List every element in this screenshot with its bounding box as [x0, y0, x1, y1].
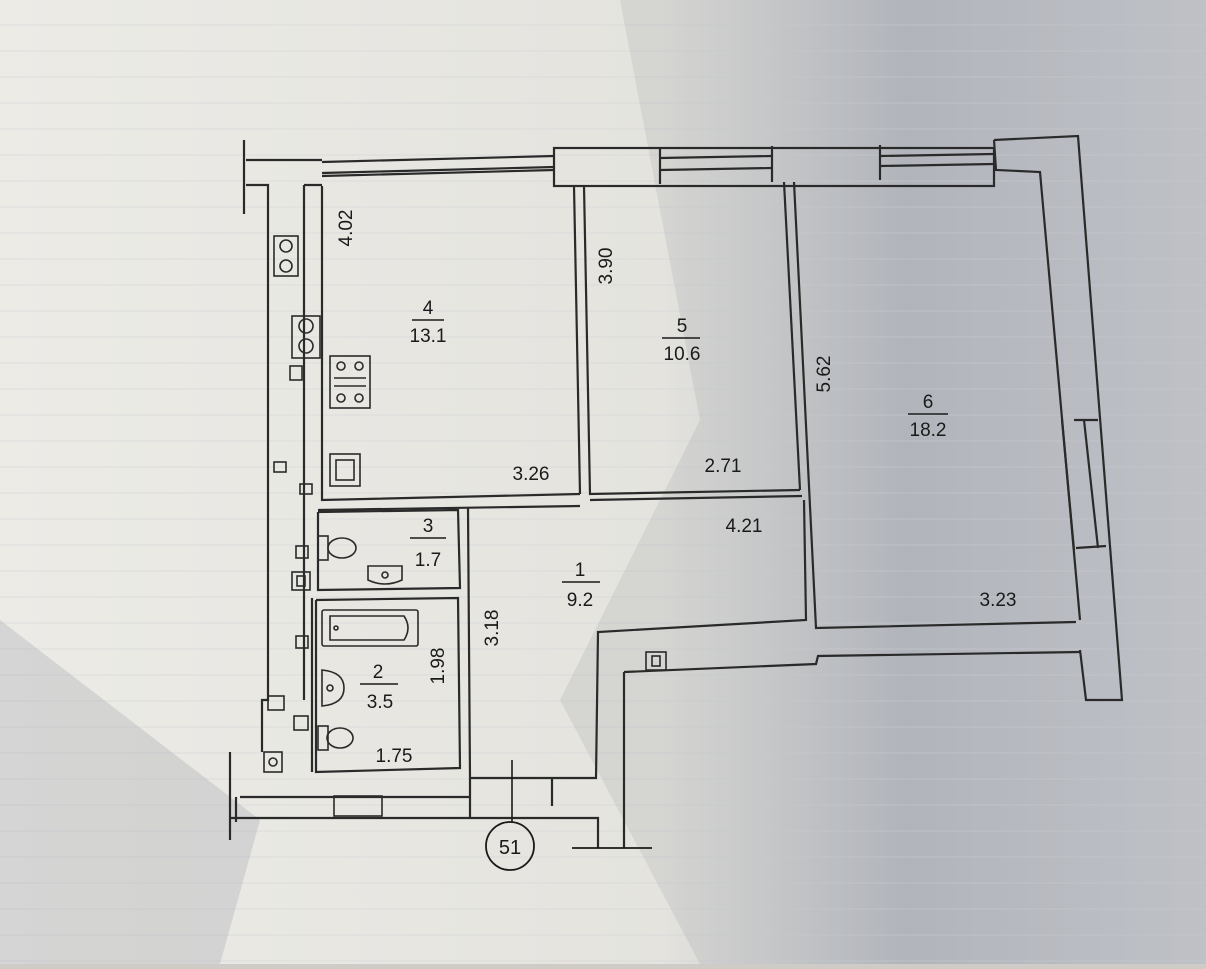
- bathtub-icon: [321, 609, 419, 647]
- room-1-width-dimension: 4.21: [726, 516, 763, 537]
- room-2-label: 2 3.5: [360, 662, 398, 713]
- walls: [228, 134, 1124, 848]
- room-3-label: 3 1.7: [410, 516, 446, 571]
- washbasin-icon-room3: [367, 565, 403, 585]
- washbasin-icon-room2: [321, 669, 345, 707]
- room-5-area: 10.6: [664, 344, 701, 365]
- room-4-height-dimension: 4.02: [336, 210, 357, 247]
- room-4-label: 4 13.1: [410, 298, 447, 347]
- axis-marker-label: 51: [499, 837, 521, 859]
- room-2-number: 2: [373, 662, 384, 683]
- room-5-number: 5: [677, 316, 688, 337]
- fixtures: [263, 235, 667, 817]
- stove-icon: [329, 355, 371, 409]
- axis-marker: 51: [485, 760, 652, 871]
- room-2-width-dimension: 1.75: [376, 746, 413, 767]
- valve-icon: [291, 315, 321, 359]
- room-5-width-dimension: 2.71: [705, 456, 742, 477]
- room-2-area: 3.5: [367, 692, 393, 713]
- toilet-icon-room2: [317, 725, 354, 751]
- room-4-number: 4: [423, 298, 434, 319]
- kitchen-sink-icon: [329, 453, 361, 487]
- room-6-label: 6 18.2: [908, 392, 948, 441]
- room-1-label: 1 9.2: [562, 560, 600, 611]
- room-6-number: 6: [923, 392, 934, 413]
- room-1-height-dimension: 3.18: [482, 610, 503, 647]
- gas-meter-icon: [273, 235, 299, 277]
- vent-icons: [263, 365, 383, 817]
- room-3-number: 3: [423, 516, 434, 537]
- room-3-area: 1.7: [415, 550, 441, 571]
- room-5-height-dimension: 3.90: [596, 248, 617, 285]
- room-6-area: 18.2: [910, 420, 947, 441]
- room-5-label: 5 10.6: [662, 316, 700, 365]
- toilet-icon-room3: [317, 535, 357, 561]
- room-4-width-dimension: 3.26: [513, 464, 550, 485]
- room-2-height-dimension: 1.98: [428, 648, 449, 685]
- room-6-height-dimension: 5.62: [814, 356, 835, 393]
- room-6-width-dimension: 3.23: [980, 590, 1017, 611]
- riser-icon: [645, 651, 667, 671]
- room-1-area: 9.2: [567, 590, 593, 611]
- room-4-area: 13.1: [410, 326, 447, 347]
- room-1-number: 1: [575, 560, 586, 581]
